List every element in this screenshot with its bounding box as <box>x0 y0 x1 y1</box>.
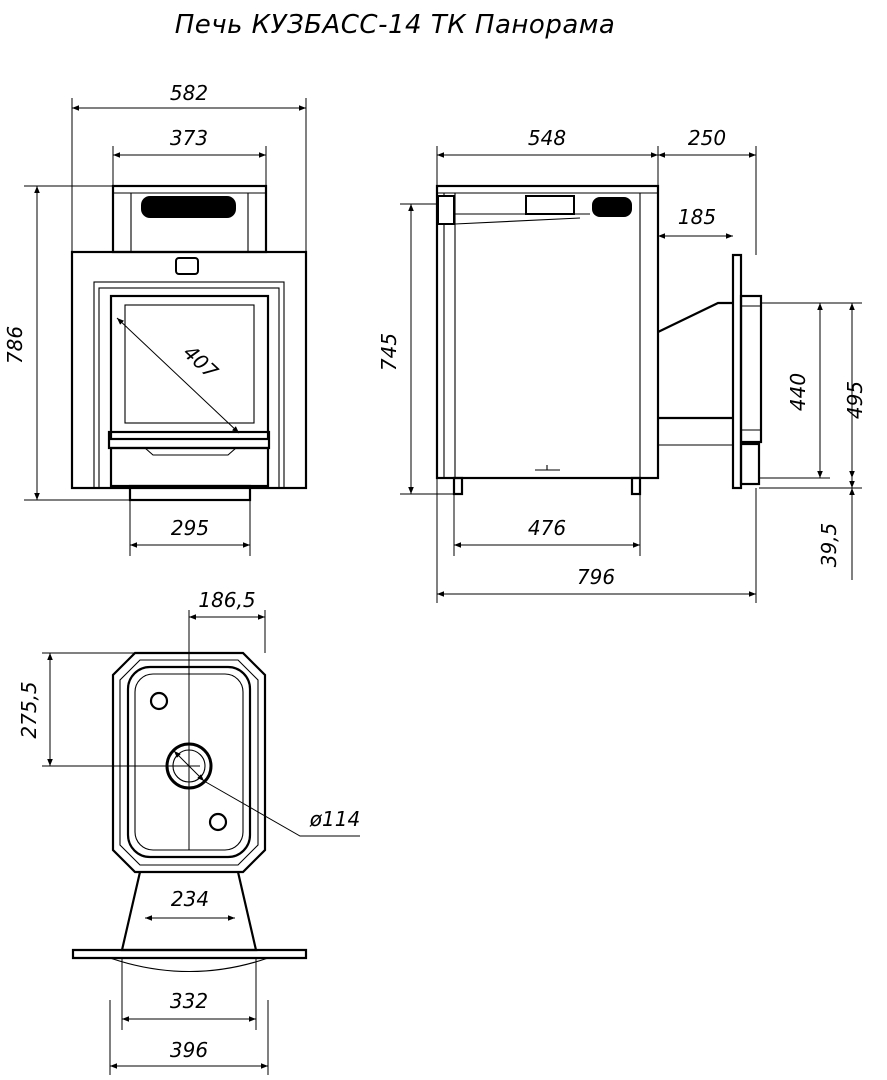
top-dimensions: 186,5 275,5 ø114 234 332 396 <box>17 588 360 1075</box>
dim-top-flue-offset-x: 186,5 <box>198 588 255 612</box>
dim-front-height: 786 <box>3 326 27 364</box>
dim-top-tunnel-width: 234 <box>171 887 209 911</box>
front-dimensions: 582 373 786 407 295 <box>3 81 307 556</box>
dim-side-height: 745 <box>377 333 401 371</box>
dim-side-legs-span: 476 <box>528 516 566 540</box>
side-grille <box>592 197 632 217</box>
front-grille <box>141 196 236 218</box>
dim-side-tunnel-offset: 185 <box>678 205 716 229</box>
dim-side-tunnel-length: 250 <box>688 126 726 150</box>
side-dimensions: 548 250 185 745 440 495 39,5 476 <box>377 126 867 603</box>
dim-side-body-depth: 548 <box>528 126 566 150</box>
dim-top-flue-diameter: ø114 <box>309 807 360 831</box>
dim-top-plate-396: 396 <box>170 1038 208 1062</box>
dim-side-tunnel-495: 495 <box>843 381 867 419</box>
dim-glass-diagonal: 407 <box>179 340 223 384</box>
door-handle <box>175 257 199 275</box>
dim-top-plate-332: 332 <box>170 989 208 1013</box>
dim-side-bottom-offset: 39,5 <box>817 523 841 568</box>
dim-front-overall-width: 582 <box>170 81 208 105</box>
drawing-title: Печь КУЗБАСС-14 ТК Панорама <box>175 10 616 40</box>
side-view <box>435 184 763 496</box>
dim-front-base-width: 295 <box>171 516 209 540</box>
dim-front-top-width: 373 <box>170 126 208 150</box>
dim-side-tunnel-440: 440 <box>786 373 810 411</box>
dim-top-flue-offset-y: 275,5 <box>17 681 41 738</box>
dim-side-overall-depth: 796 <box>577 565 615 589</box>
front-view <box>70 184 308 502</box>
